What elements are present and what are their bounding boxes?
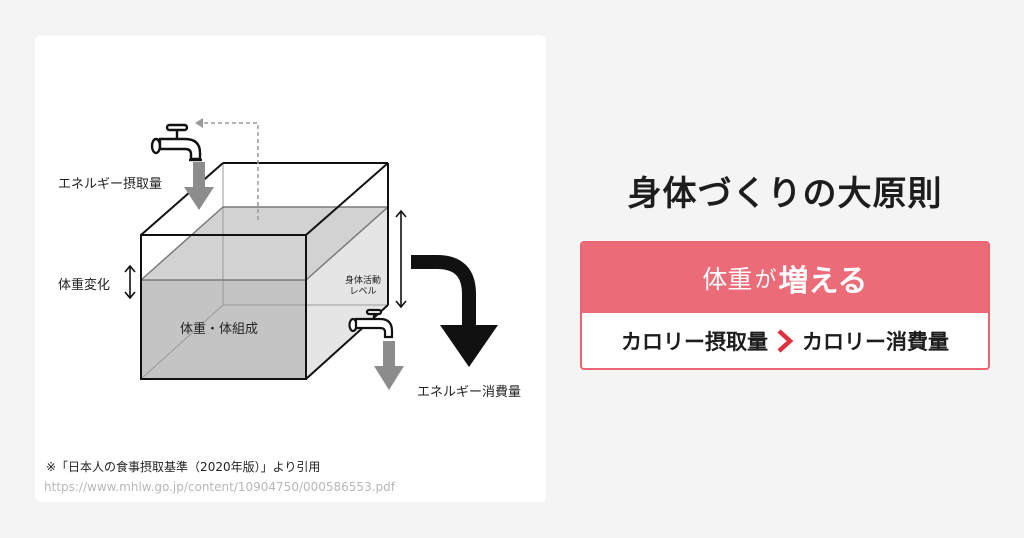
principle-lead: 体重 xyxy=(702,265,753,294)
energy-balance-diagram xyxy=(124,118,498,390)
expenditure-faucet-icon xyxy=(348,308,394,339)
recycle-dashed-arrow xyxy=(200,122,259,220)
source-url: https://www.mhlw.go.jp/content/10904750/… xyxy=(44,480,395,494)
activity-level-arrow xyxy=(395,209,407,309)
greater-than-chevron-icon xyxy=(777,328,794,353)
expenditure-arrow xyxy=(374,341,404,390)
diagram-card: エネルギー摂取量 体重変化 体重・体組成 身体活動 レベル エネルギー消費量 ※… xyxy=(35,35,546,502)
principle-comparison: カロリー摂取量 カロリー消費量 xyxy=(582,313,988,368)
water-level-lines xyxy=(140,206,389,281)
energy-out-bent-arrow xyxy=(411,255,476,331)
weight-change-label: 体重変化 xyxy=(58,278,111,293)
page-title: 身体づくりの大原則 xyxy=(627,174,943,214)
energy-intake-label: エネルギー摂取量 xyxy=(58,177,163,192)
activity-level-label: 身体活動 レベル xyxy=(345,276,382,297)
weight-change-arrow xyxy=(124,264,136,300)
source-note: ※「日本人の食事摂取基準（2020年版）」より引用 xyxy=(46,460,321,474)
principle-box: 体重 が 増える カロリー摂取量 カロリー消費量 xyxy=(580,241,990,370)
principle-header: 体重 が 増える xyxy=(582,243,988,313)
intake-faucet-icon xyxy=(150,123,202,162)
water-right-face xyxy=(306,207,388,379)
calorie-expenditure-term: カロリー消費量 xyxy=(802,329,949,354)
weight-composition-label: 体重・体組成 xyxy=(180,322,259,337)
recycle-arrow-head xyxy=(195,118,203,128)
principle-strong: 増える xyxy=(778,264,868,299)
energy-expenditure-label: エネルギー消費量 xyxy=(417,385,522,400)
principle-particle: が xyxy=(754,268,777,293)
calorie-intake-term: カロリー摂取量 xyxy=(621,329,768,354)
intake-arrow xyxy=(184,162,214,210)
